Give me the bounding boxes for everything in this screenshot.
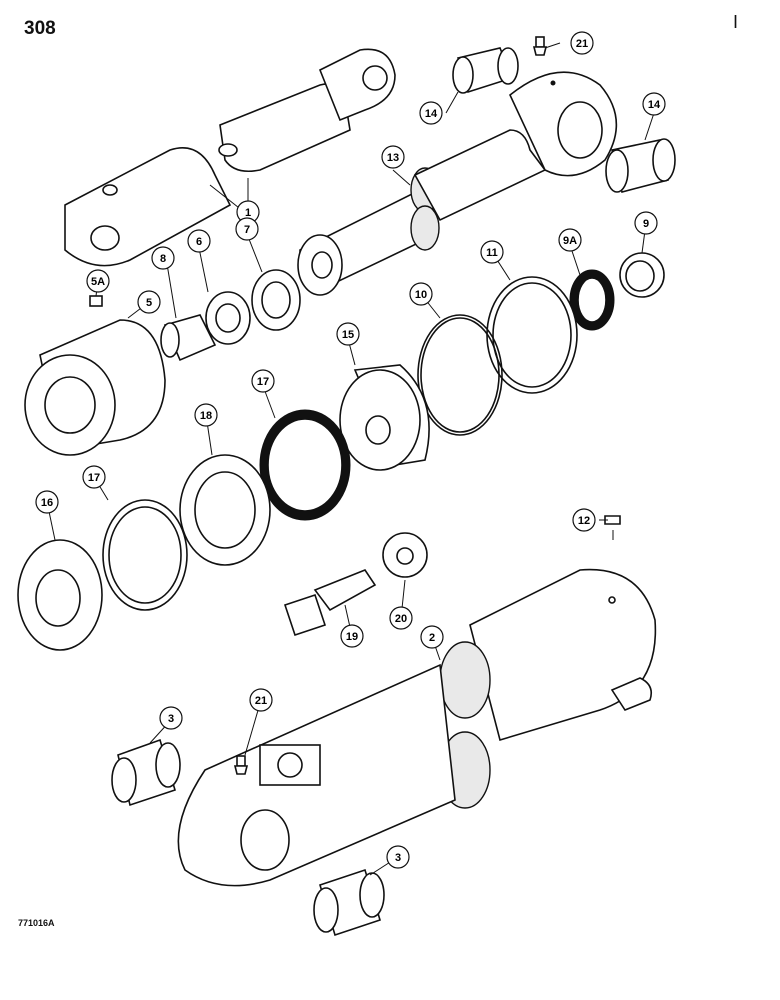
callout-18-label: 18 (200, 410, 212, 422)
callout-18: 18 (194, 403, 218, 427)
callout-20: 20 (389, 606, 413, 630)
callout-11-label: 11 (486, 247, 498, 259)
callout-11: 11 (480, 240, 504, 264)
callout-3-left-label: 3 (168, 713, 174, 725)
callout-7: 7 (235, 217, 259, 241)
callout-21-top-label: 21 (576, 38, 588, 50)
callout-17-lower: 17 (82, 465, 106, 489)
callout-14-left-label: 14 (425, 108, 438, 120)
callout-9: 9 (634, 211, 658, 235)
callout-2: 2 (420, 625, 444, 649)
figure-id: 771016A (18, 918, 55, 928)
callout-9a: 9A (558, 228, 582, 252)
callout-17-upper-label: 17 (257, 376, 269, 388)
callout-12: 12 (572, 508, 596, 532)
bushing-upper-pair (452, 47, 676, 193)
callout-19: 19 (340, 624, 364, 648)
callout-10: 10 (409, 282, 433, 306)
callout-1-label: 1 (245, 207, 251, 219)
callout-8-label: 8 (160, 253, 166, 265)
callout-15-label: 15 (342, 329, 354, 341)
callout-13-label: 13 (387, 152, 399, 164)
callout-21-lower: 21 (249, 688, 273, 712)
callout-2-label: 2 (429, 632, 435, 644)
piston-rod-and-eye (297, 71, 618, 296)
callout-21-lower-label: 21 (255, 695, 267, 707)
callout-6-label: 6 (196, 236, 202, 248)
seal-row-lower (17, 409, 621, 651)
callout-5a-label: 5A (91, 276, 105, 288)
callout-9a-label: 9A (563, 235, 577, 247)
callout-9-label: 9 (643, 218, 649, 230)
seal-row-upper (24, 252, 665, 471)
cylinder-barrel (177, 568, 657, 887)
callout-3-left: 3 (159, 706, 183, 730)
callout-19-label: 19 (346, 631, 358, 643)
callout-6: 6 (187, 229, 211, 253)
callout-14-right: 14 (642, 92, 666, 116)
callout-13: 13 (381, 145, 405, 169)
callout-16: 16 (35, 490, 59, 514)
callout-14-left: 14 (419, 101, 443, 125)
callout-3-right-label: 3 (395, 852, 401, 864)
callout-3-right: 3 (386, 845, 410, 869)
cylinder-assembly-small (64, 48, 396, 267)
callout-5: 5 (137, 290, 161, 314)
callout-5-label: 5 (146, 297, 152, 309)
callout-12-label: 12 (578, 515, 590, 527)
corner-mark: I (733, 12, 739, 32)
grease-fitting-top (532, 36, 548, 56)
callout-14-right-label: 14 (648, 99, 661, 111)
grease-fitting-lower (233, 755, 249, 775)
callout-10-label: 10 (415, 289, 427, 301)
callout-8: 8 (151, 246, 175, 270)
page-number: 308 (24, 18, 56, 39)
callout-20-label: 20 (395, 613, 407, 625)
callout-17-upper: 17 (251, 369, 275, 393)
callout-15: 15 (336, 322, 360, 346)
callout-16-label: 16 (41, 497, 53, 509)
callout-7-label: 7 (244, 224, 250, 236)
callout-17-lower-label: 17 (88, 472, 100, 484)
callout-5a: 5A (86, 269, 110, 293)
callout-21-top: 21 (570, 31, 594, 55)
bushing-lower-pair (111, 738, 385, 937)
